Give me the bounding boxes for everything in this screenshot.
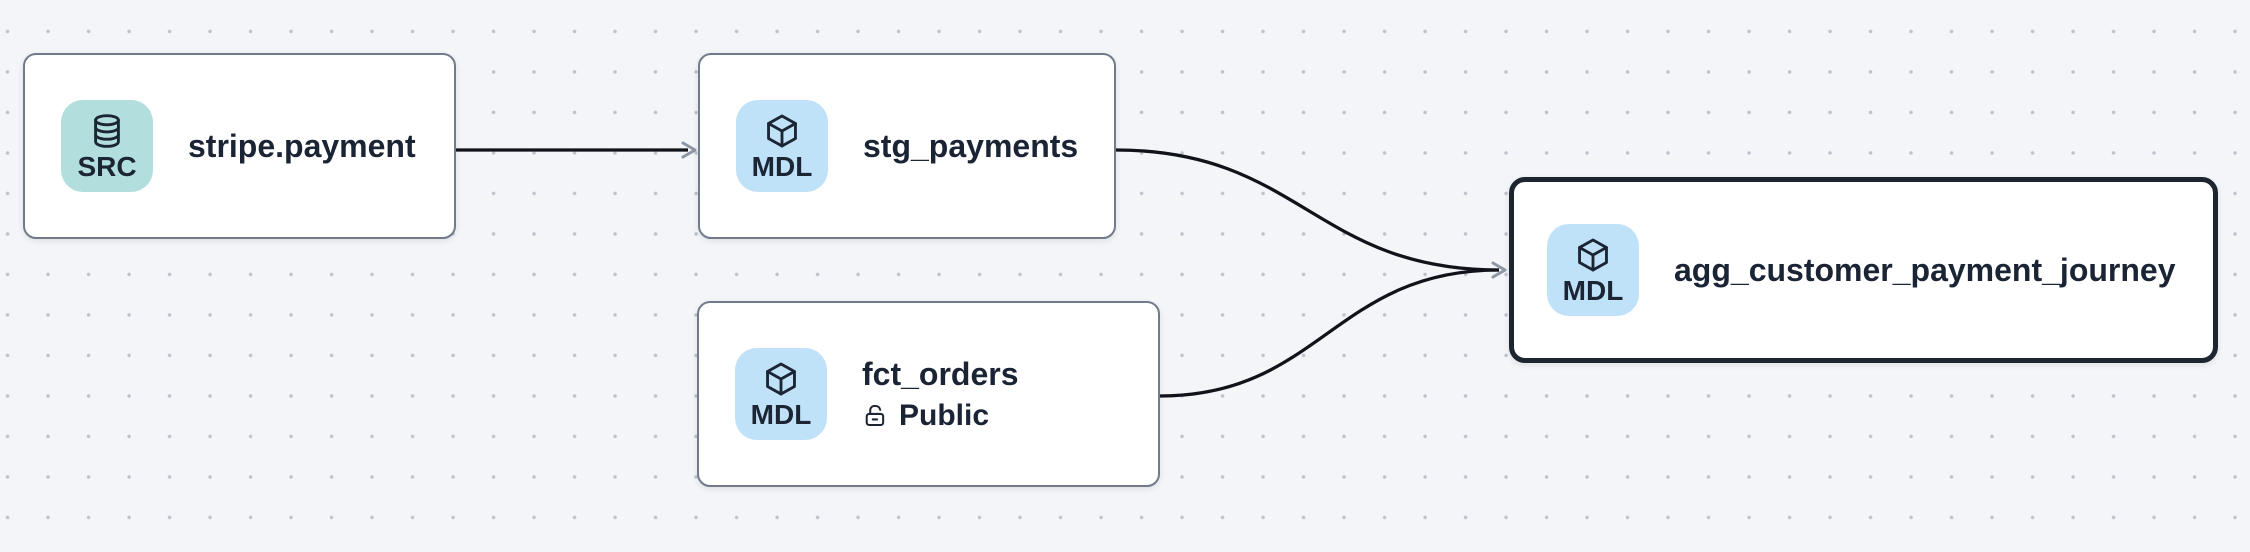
node-fct-orders[interactable]: MDL fct_orders Public: [697, 301, 1160, 487]
badge-label: MDL: [751, 150, 813, 182]
node-stripe-payment[interactable]: SRC stripe.payment: [23, 53, 456, 239]
database-icon: [94, 113, 120, 148]
badge-label: MDL: [750, 398, 812, 430]
badge-label: SRC: [77, 150, 137, 182]
source-type-badge: SRC: [61, 100, 153, 192]
cube-icon: [767, 114, 797, 147]
cube-icon: [1578, 238, 1608, 271]
node-label: stripe.payment: [188, 127, 416, 164]
node-agg-customer-payment-journey[interactable]: MDL agg_customer_payment_journey: [1509, 177, 2218, 363]
edge-stg-payments-to-agg-customer-payment-journey: [1115, 148, 1500, 272]
model-type-badge: MDL: [735, 348, 827, 440]
model-type-badge: MDL: [1547, 224, 1639, 316]
node-label: fct_orders: [862, 355, 1019, 392]
node-label: stg_payments: [863, 127, 1079, 164]
model-type-badge: MDL: [736, 100, 828, 192]
visibility-badge: Public: [862, 399, 1019, 432]
lock-open-icon: [865, 405, 885, 427]
cube-icon: [766, 362, 796, 395]
node-stg-payments[interactable]: MDL stg_payments: [698, 53, 1116, 239]
badge-label: MDL: [1562, 274, 1624, 306]
edge-stripe-payment-to-stg-payments: [456, 141, 697, 159]
node-label: agg_customer_payment_journey: [1674, 251, 2176, 288]
edge-fct-orders-to-agg-customer-payment-journey: [1159, 261, 1507, 398]
visibility-label: Public: [899, 399, 990, 433]
